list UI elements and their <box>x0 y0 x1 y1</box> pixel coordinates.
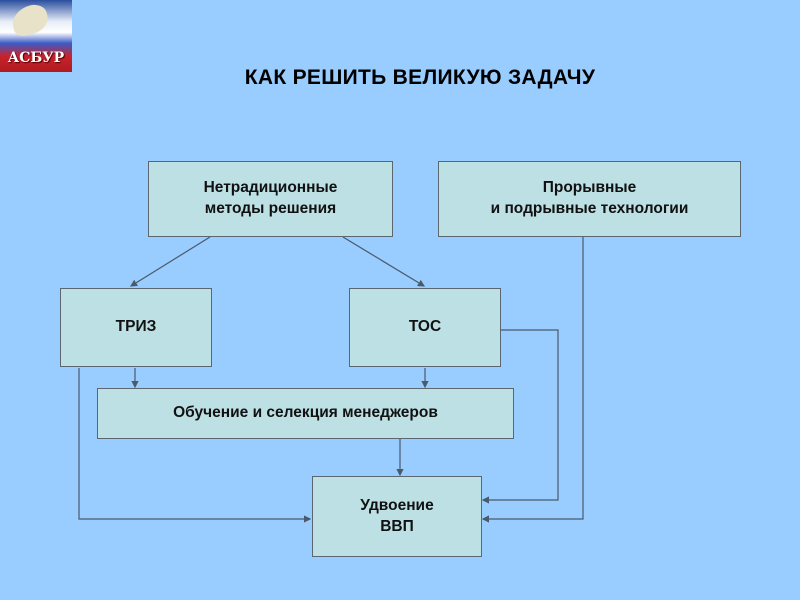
node-toc: ТОС <box>349 288 501 367</box>
node-triz: ТРИЗ <box>60 288 212 367</box>
asbur-logo: АСБУР <box>0 0 72 72</box>
node-label: Обучение и селекция менеджеров <box>173 404 438 422</box>
node-label: ТОС <box>408 318 442 336</box>
page-title: КАК РЕШИТЬ ВЕЛИКУЮ ЗАДАЧУ <box>244 66 596 89</box>
logo-text: АСБУР <box>7 50 65 66</box>
arrow-breakthrough-to-gdp <box>481 237 584 523</box>
arrow-triz-to-gdp <box>78 368 312 523</box>
node-label: и подрывные технологии <box>490 200 689 217</box>
node-label: ТРИЗ <box>115 318 157 336</box>
node-label: Нетрадиционные <box>203 179 338 197</box>
node-label: Удвоение <box>360 496 434 514</box>
node-label: Прорывные <box>542 179 637 197</box>
node-breakthrough-technologies: Прорывные и подрывные технологии <box>438 161 741 237</box>
arrow-nontraditional-to-toc <box>342 236 426 287</box>
arrow-nontraditional-to-triz <box>129 236 211 287</box>
node-manager-training: Обучение и селекция менеджеров <box>97 388 514 439</box>
node-label: ВВП <box>380 517 414 535</box>
arrow-toc-to-gdp <box>481 329 559 504</box>
node-nontraditional-methods: Нетрадиционные методы решения <box>148 161 393 237</box>
node-label: методы решения <box>204 200 337 217</box>
